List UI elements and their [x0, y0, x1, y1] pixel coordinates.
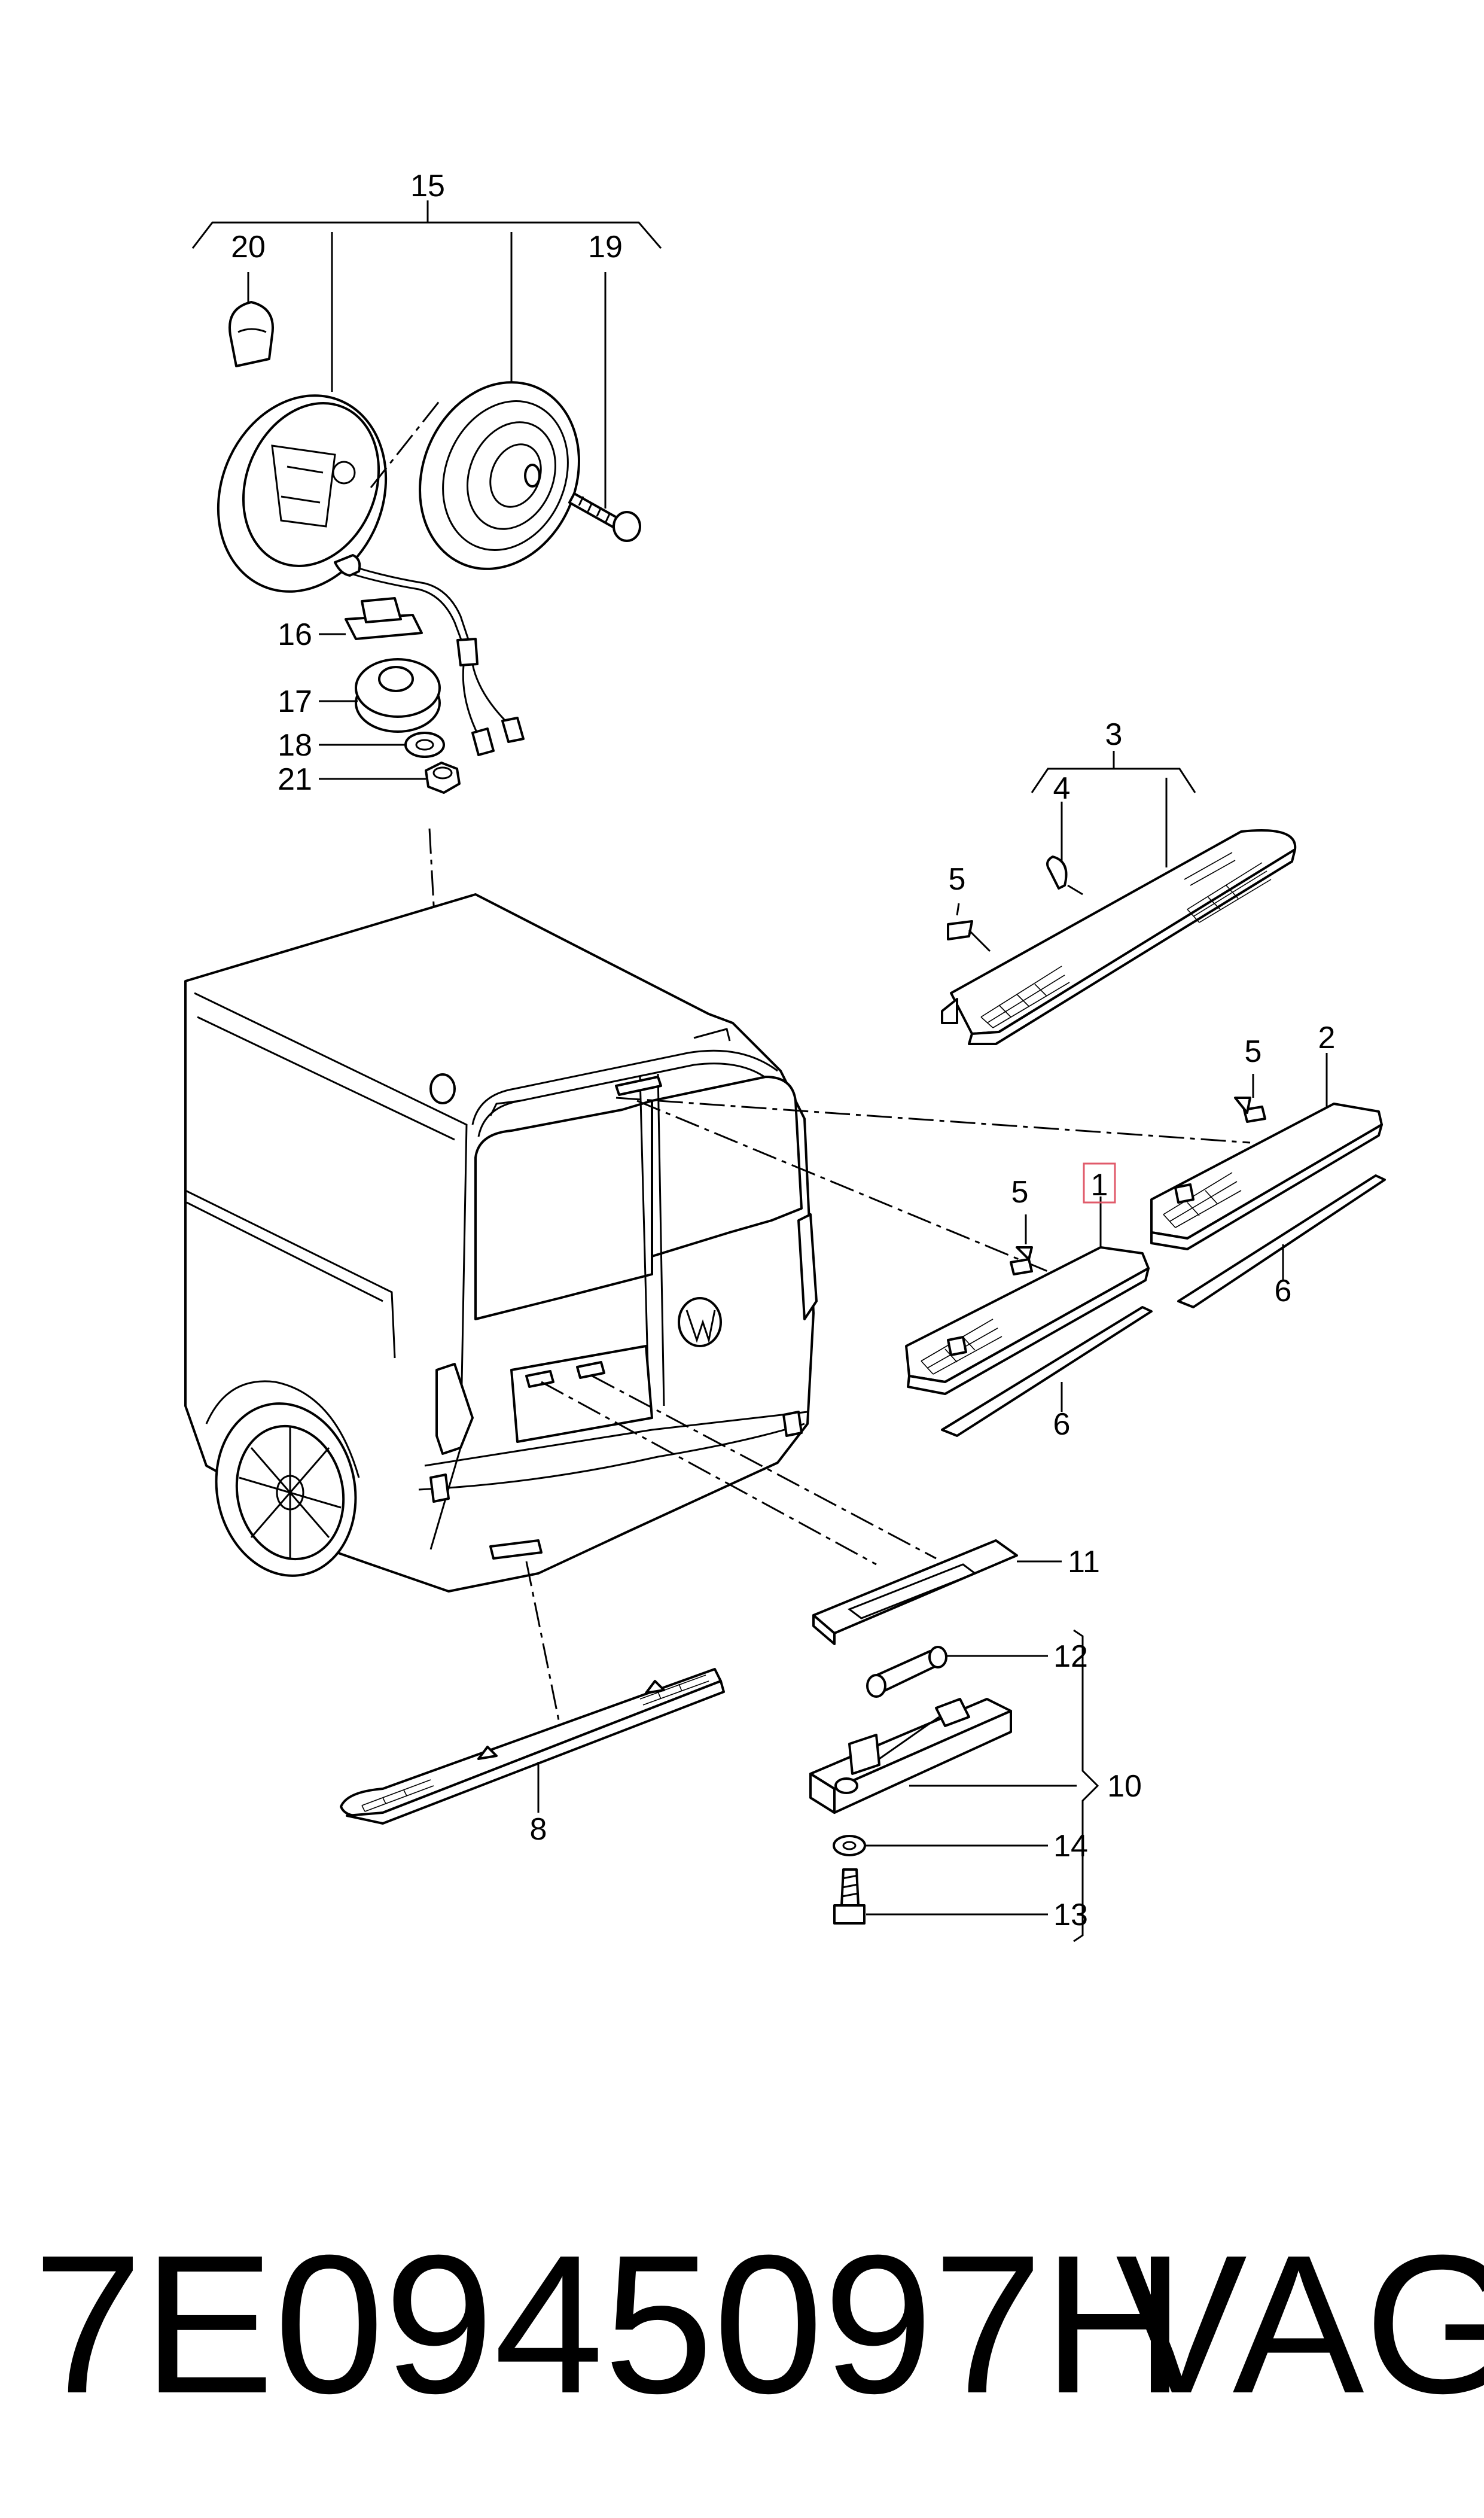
- rear-lamp-assembly: [191, 200, 662, 1068]
- bulb-12: [866, 1646, 947, 1698]
- gasket-11: [812, 1539, 1018, 1645]
- wiring-harness: [334, 554, 525, 756]
- lamp-cover-disc: [419, 381, 580, 570]
- callout-4: 4: [1053, 771, 1071, 806]
- callout-8: 8: [530, 1812, 547, 1847]
- part-number: 7E0945097H: [33, 2213, 1186, 2434]
- callout-5-top: 5: [949, 862, 966, 897]
- callout-2: 2: [1318, 1021, 1336, 1055]
- callout-21: 21: [278, 762, 312, 797]
- screw-19: [568, 492, 641, 542]
- nut-21: [425, 762, 461, 794]
- callout-1: 1: [1091, 1168, 1108, 1202]
- callout-14: 14: [1053, 1829, 1088, 1864]
- callout-3: 3: [1105, 717, 1123, 752]
- grommet-16: [345, 597, 423, 640]
- lamp-housing: [217, 394, 441, 593]
- lamp-housing-10: [809, 1698, 1012, 1814]
- callout-10: 10: [1107, 1769, 1142, 1804]
- callout-5-right: 5: [1245, 1034, 1262, 1069]
- licence-plate-light-set: [809, 1539, 1099, 1942]
- callout-1-highlight-box: [1083, 1162, 1116, 1204]
- callout-12: 12: [1053, 1639, 1088, 1674]
- bulb-20: [228, 301, 274, 367]
- brand-name: VAG: [1116, 2213, 1484, 2434]
- callout-11: 11: [1068, 1545, 1100, 1579]
- callout-17: 17: [278, 684, 312, 719]
- rear-wheel: [205, 1380, 360, 1577]
- washer-14: [833, 1835, 866, 1856]
- callout-6-right: 6: [1275, 1274, 1292, 1308]
- bulb-holder-17: [355, 658, 441, 733]
- callout-19: 19: [588, 230, 623, 264]
- brake-light-2: [1150, 1053, 1386, 1308]
- callout-6-left: 6: [1053, 1407, 1071, 1442]
- reflector-strip-8: [340, 1668, 725, 1825]
- third-brake-light-3: [941, 751, 1297, 1045]
- washer-18: [404, 732, 445, 758]
- callout-labels: 15 20 19 16 17 18 21 3 4 5 5 2 5 1 6 6 1…: [231, 169, 1335, 1932]
- callout-20: 20: [231, 230, 266, 264]
- screw-13: [833, 1868, 866, 1925]
- callout-15: 15: [410, 169, 445, 203]
- callout-18: 18: [278, 728, 312, 763]
- callout-13: 13: [1053, 1898, 1088, 1932]
- callout-16: 16: [278, 617, 312, 652]
- van-rear-body: [184, 893, 818, 1593]
- brake-light-1: [905, 1196, 1153, 1437]
- callout-5-mid: 5: [1011, 1175, 1029, 1210]
